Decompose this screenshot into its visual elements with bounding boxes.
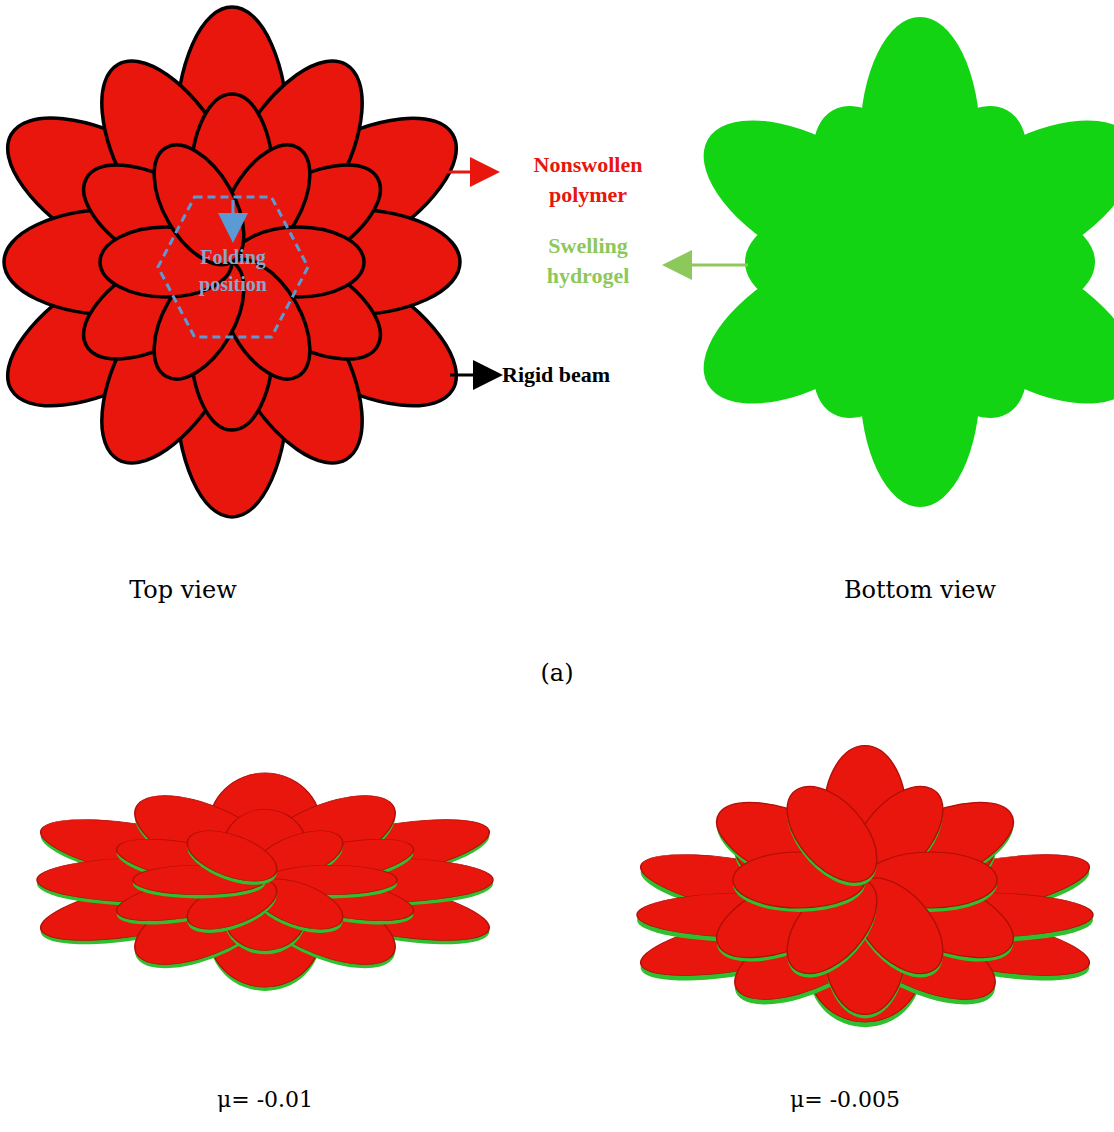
fold-arrow [232, 200, 235, 237]
folded-flower-render [616, 746, 1114, 1028]
top-view-flower [0, 7, 481, 517]
petal-shape [769, 775, 896, 894]
bottom-view-flower [678, 17, 1114, 507]
view-caption: Top view [73, 574, 293, 606]
node-label: Folding position [185, 244, 281, 298]
petal-group [699, 746, 1031, 1019]
leader-arrow [668, 264, 748, 267]
part-label: Rigid beam [502, 360, 702, 390]
petal-shape [169, 825, 296, 888]
panel-label: (a) [517, 657, 597, 689]
material-label: Nonswollen polymer [503, 150, 673, 209]
parameter-label: μ= -0.01 [165, 1085, 365, 1115]
petal-group [0, 7, 481, 517]
leader-arrow [440, 171, 494, 174]
hydrogel-core [810, 152, 1030, 372]
petal-group [678, 17, 1114, 507]
hexagon-outline [158, 197, 308, 337]
petal-group [16, 773, 514, 991]
folding-hexagon: Folding position [156, 195, 310, 339]
leader-arrow [450, 374, 497, 377]
flat-flower-render [16, 773, 514, 991]
material-label: Swelling hydrogel [513, 231, 663, 290]
parameter-label: μ= -0.005 [745, 1085, 945, 1115]
view-caption: Bottom view [800, 574, 1040, 606]
